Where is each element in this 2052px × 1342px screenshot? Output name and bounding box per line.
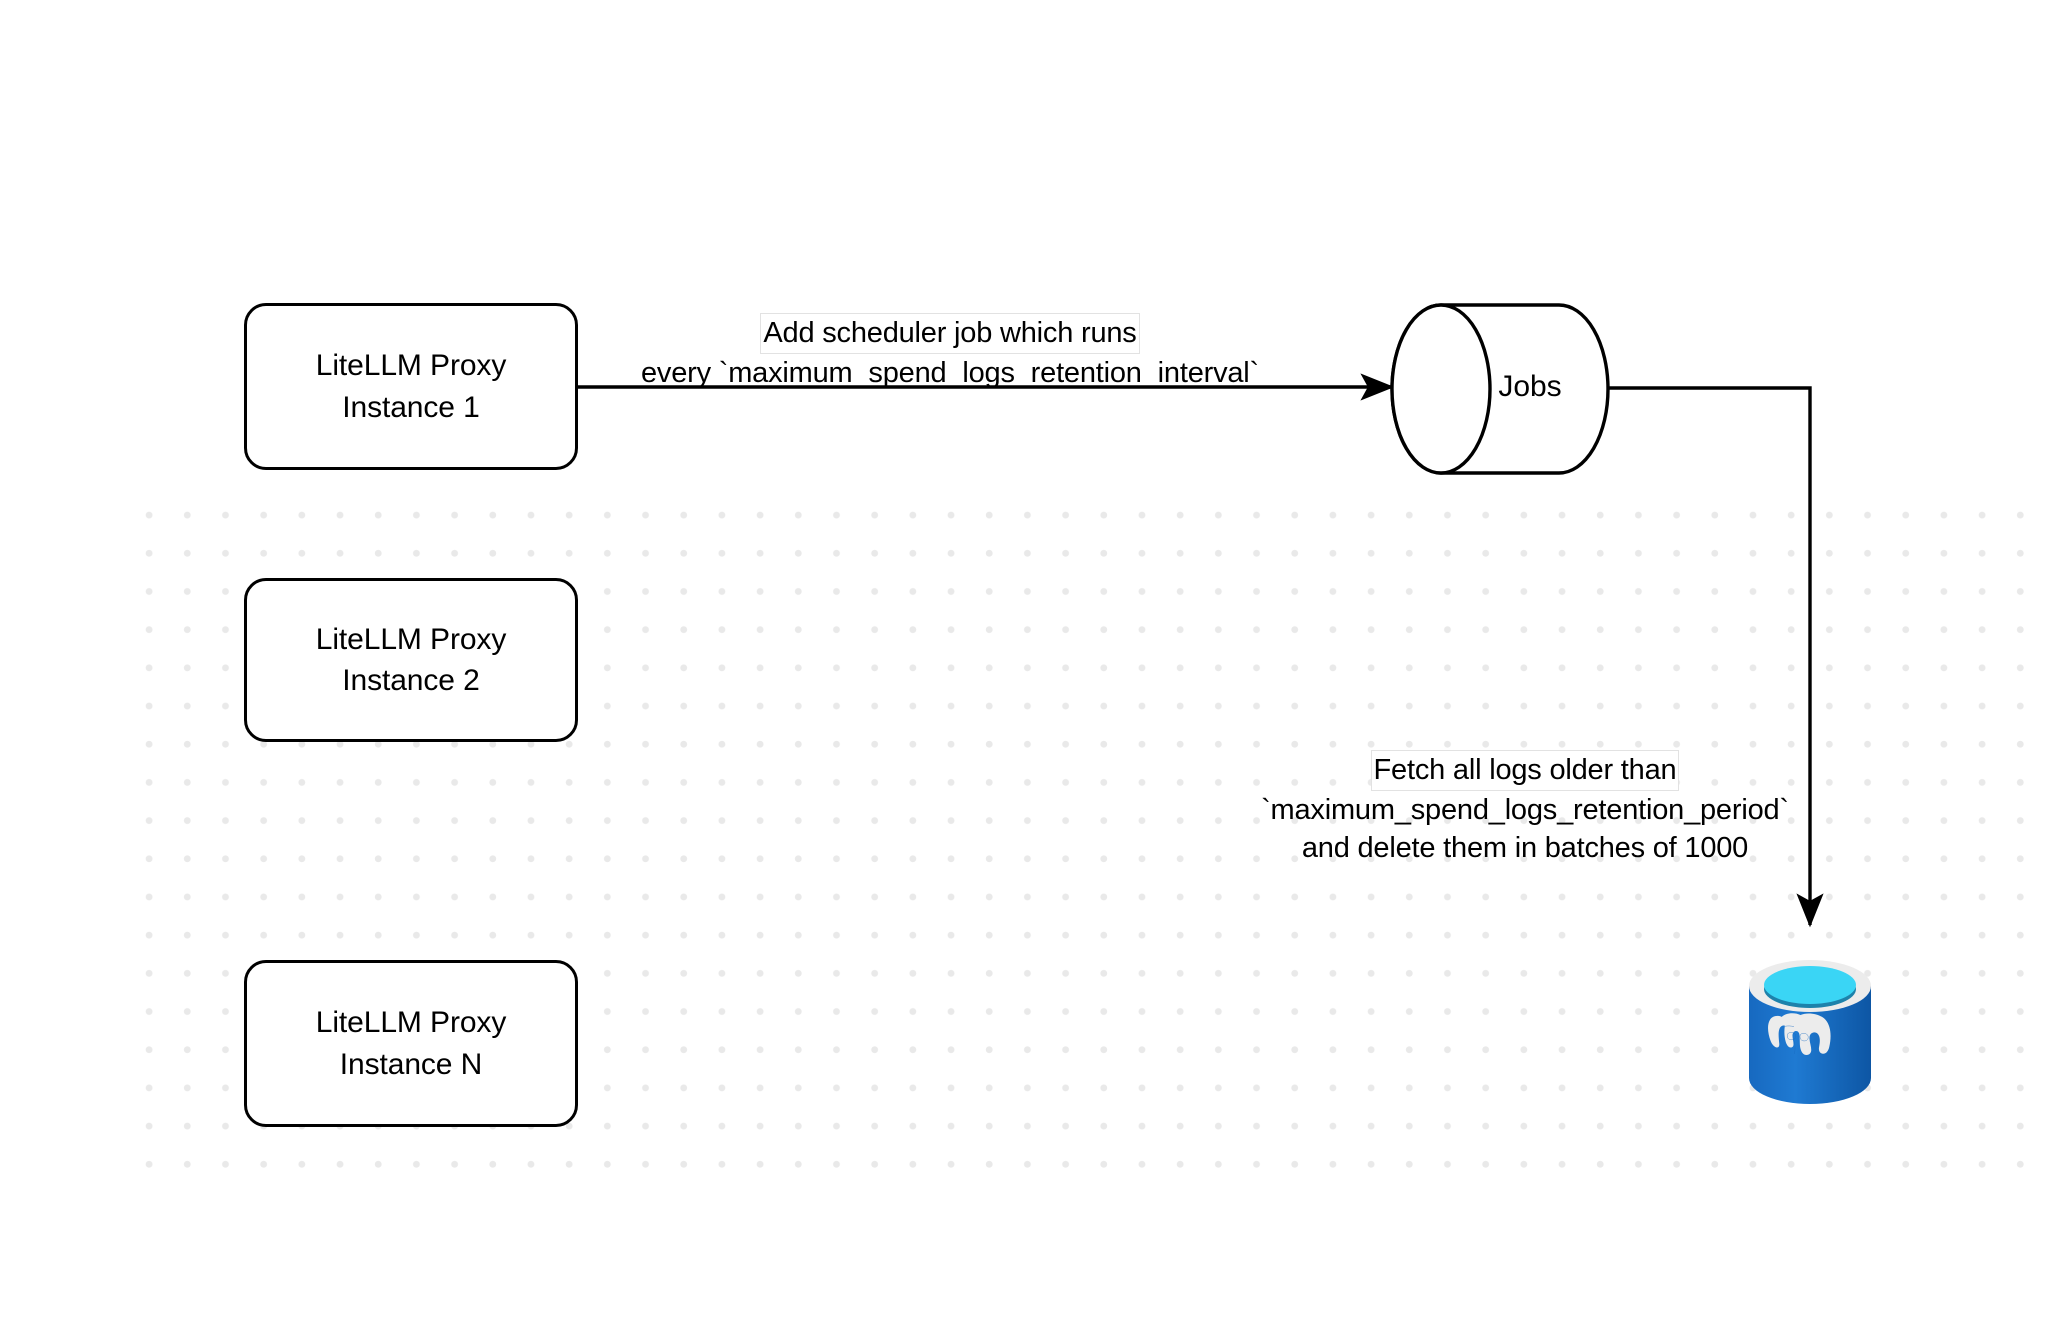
node-label-line-2: Instance N	[339, 1047, 483, 1081]
edge-label-line-2: `maximum_spend_logs_retention_period`	[1261, 793, 1789, 826]
edge-label-line-2: every `maximum_spend_logs_retention_inte…	[640, 356, 1260, 389]
edge-jobs-to-postgres	[1608, 386, 1824, 928]
node-jobs-label[interactable]: Jobs	[1498, 370, 1562, 403]
postgresql-elephant-icon	[1749, 960, 1871, 1104]
node-litellm-proxy-instance-1[interactable]: LiteLLM Proxy Instance 1	[244, 303, 578, 470]
node-litellm-proxy-instance-2[interactable]: LiteLLM Proxy Instance 2	[244, 578, 578, 742]
node-label-line-2: Instance 2	[342, 664, 480, 697]
node-label-line-1: LiteLLM Proxy	[315, 622, 507, 656]
node-label-line-2: Instance 1	[342, 390, 480, 424]
edge-label-line-1: Add scheduler job which runs	[760, 313, 1140, 354]
node-label-line-1: LiteLLM Proxy	[315, 349, 507, 383]
edge-label-line-1: Fetch all logs older than	[1370, 750, 1680, 791]
edge-label-fetch-and-delete: Fetch all logs older than `maximum_spend…	[1245, 750, 1805, 868]
node-litellm-proxy-instance-n[interactable]: LiteLLM Proxy Instance N	[244, 960, 578, 1127]
edge-label-line-3: and delete them in batches of 1000	[1301, 832, 1749, 865]
jobs-cylinder-shape	[1390, 303, 1610, 475]
edge-label-scheduler-job: Add scheduler job which runs every `maxi…	[600, 313, 1300, 392]
node-label-line-1: LiteLLM Proxy	[315, 1006, 507, 1040]
